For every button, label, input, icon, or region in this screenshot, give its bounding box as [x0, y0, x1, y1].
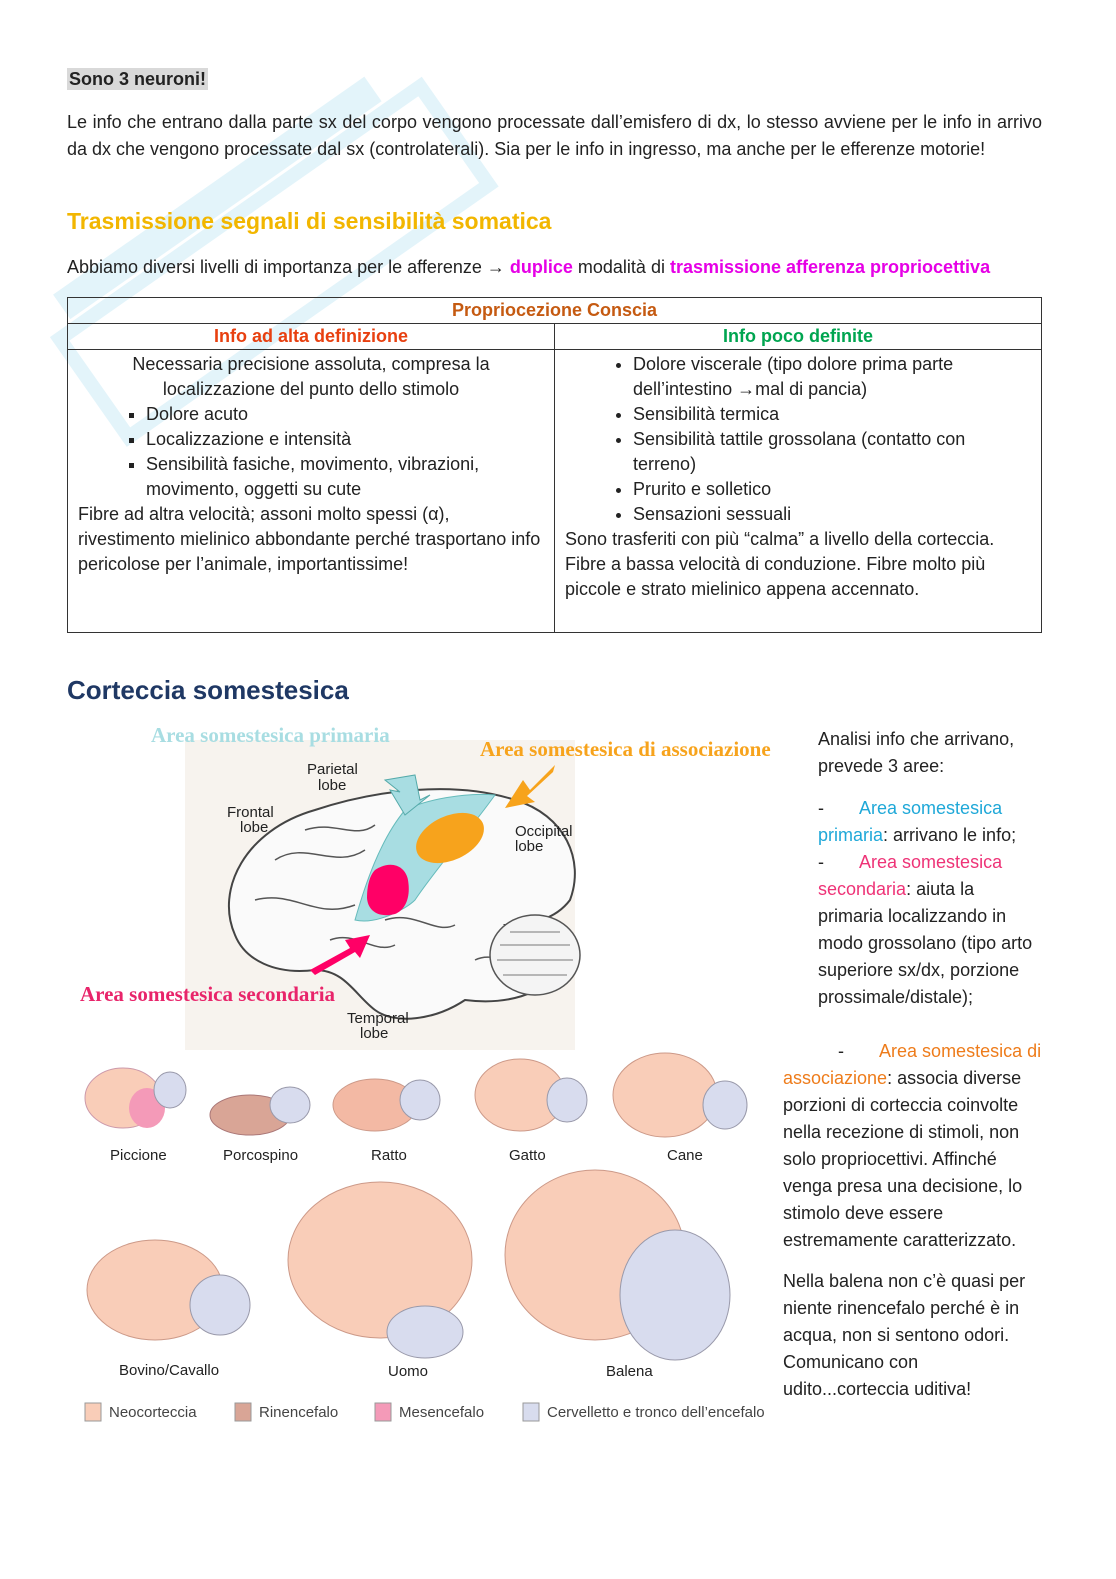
list-item: Dolore viscerale (tipo dolore prima part…: [633, 352, 1031, 402]
legend-cervelletto: Cervelletto e tronco dell’encefalo: [547, 1404, 765, 1421]
proprioception-table: Propriocezione Conscia Info ad alta defi…: [66, 297, 1042, 633]
primary-arrow-icon: [383, 774, 431, 816]
legend-neocorteccia: Neocorteccia: [109, 1404, 197, 1421]
col1-outro: Fibre ad altra velocità; assoni molto sp…: [78, 504, 541, 574]
parietal-label-2: lobe: [318, 777, 346, 794]
area-desc-primary: : arrivano le info;: [883, 825, 1017, 845]
label-primary: Area somestesica primaria: [151, 723, 390, 747]
association-area-shape: [416, 812, 484, 864]
list-item: Sensibilità tattile grossolana (contatto…: [633, 427, 1031, 477]
whale-note: Nella balena non c’è quasi per niente ri…: [783, 1271, 1026, 1399]
label-gatto: Gatto: [509, 1147, 546, 1164]
dash: -: [818, 798, 824, 818]
lead-prefix: Abbiamo diversi livelli di importanza pe…: [67, 257, 487, 277]
lead-highlight: trasmissione afferenza propriocettiva: [669, 257, 991, 277]
area-item-primary: - Area somestesica primaria: arrivano le…: [818, 795, 1043, 849]
col2-cell: Dolore viscerale (tipo dolore prima part…: [554, 349, 1042, 633]
intro-paragraph: Le info che entrano dalla parte sx del c…: [67, 112, 1042, 159]
brain-gatto: [474, 1058, 588, 1132]
area-name-secondary: Area somestesica secondaria: [818, 852, 1003, 899]
brain-balena: [504, 1169, 731, 1361]
label-cane: Cane: [667, 1147, 703, 1164]
col2-outro: Sono trasferiti con più “calma” a livell…: [565, 529, 995, 599]
legend: Neocorteccia Rinencefalo Mesencefalo Cer…: [84, 1402, 765, 1422]
lead-mid: modalità di: [572, 257, 670, 277]
area-item-association: - Area somestesica di associazione: asso…: [783, 1038, 1048, 1254]
brain-cane: [612, 1052, 748, 1138]
temporal-label-2: lobe: [360, 1025, 388, 1042]
brain-bovino: [86, 1239, 251, 1341]
col1-title: Info ad alta definizione: [66, 323, 556, 350]
label-ratto: Ratto: [371, 1147, 407, 1164]
table-header: Propriocezione Conscia: [67, 297, 1042, 324]
intro-highlight: Sono 3 neuroni!: [67, 68, 208, 90]
temporal-label: Temporal: [347, 1010, 409, 1027]
brain-ratto: [332, 1078, 441, 1132]
list-item: Prurito e solletico: [633, 477, 1031, 502]
area-item-secondary: - Area somestesica secondaria: aiuta la …: [818, 849, 1043, 1011]
section2-intro: Analisi info che arrivano, prevede 3 are…: [818, 729, 1015, 776]
label-balena: Balena: [606, 1363, 653, 1380]
label-porcospino: Porcospino: [223, 1147, 298, 1164]
list-item: Localizzazione e intensità: [146, 427, 544, 452]
cerebellum-shape: [489, 914, 581, 996]
list-item: Sensibilità termica: [633, 402, 1031, 427]
area-desc-association: : associa diverse porzioni di corteccia …: [783, 1068, 1023, 1250]
arrow-right-icon: →: [486, 257, 505, 277]
occipital-label-2: lobe: [515, 838, 543, 855]
section-title-corteccia: Corteccia somestesica: [67, 675, 349, 705]
association-arrow-icon: [505, 765, 555, 808]
brain-areas-figure: Parietal lobe Frontal lobe Occipital lob…: [80, 723, 771, 1050]
area-name-primary: Area somestesica primaria: [818, 798, 1003, 845]
section1-lead: Abbiamo diversi livelli di importanza pe…: [67, 254, 1042, 281]
comparative-brains-figure: Piccione Porcospino Ratto Gatto Cane Bov…: [84, 1052, 765, 1422]
area-desc-secondary: : aiuta la primaria localizzando in modo…: [818, 879, 1033, 1007]
legend-rinencefalo: Rinencefalo: [259, 1404, 338, 1421]
label-association: Area somestesica di associazione: [480, 737, 771, 761]
col1-intro: Necessaria precisione assoluta, compresa…: [132, 354, 490, 399]
list-item: Dolore acuto: [146, 402, 544, 427]
list-item: Sensibilità fasiche, movimento, vibrazio…: [146, 452, 544, 502]
area-name-association: Area somestesica di associazione: [783, 1041, 1042, 1088]
section-title-trasmissione: Trasmissione segnali di sensibilità soma…: [67, 208, 552, 234]
occipital-label: Occipital: [515, 823, 573, 840]
lead-duplice: duplice: [509, 257, 573, 277]
frontal-label-2: lobe: [240, 819, 268, 836]
list-item: Sensazioni sessuali: [633, 502, 1031, 527]
col2-title: Info poco definite: [554, 323, 1042, 350]
col1-cell: Necessaria precisione assoluta, compresa…: [66, 349, 556, 633]
secondary-area-shape: [367, 864, 409, 916]
label-piccione: Piccione: [110, 1147, 167, 1164]
brain-porcospino: [209, 1086, 311, 1136]
label-secondary: Area somestesica secondaria: [80, 982, 336, 1006]
brain-piccione: [84, 1067, 187, 1129]
col2-list: Dolore viscerale (tipo dolore prima part…: [565, 352, 1031, 527]
dash: -: [818, 852, 824, 872]
label-bovino: Bovino/Cavallo: [119, 1362, 219, 1379]
secondary-arrow-icon: [310, 935, 370, 975]
brain-gyri: [254, 824, 536, 964]
legend-mesencefalo: Mesencefalo: [399, 1404, 484, 1421]
col1-list: Dolore acuto Localizzazione e intensità …: [78, 402, 544, 502]
frontal-label: Frontal: [227, 804, 274, 821]
dash: -: [838, 1041, 845, 1061]
brain-uomo: [287, 1181, 473, 1359]
parietal-label: Parietal: [307, 761, 358, 778]
label-uomo: Uomo: [388, 1363, 428, 1380]
